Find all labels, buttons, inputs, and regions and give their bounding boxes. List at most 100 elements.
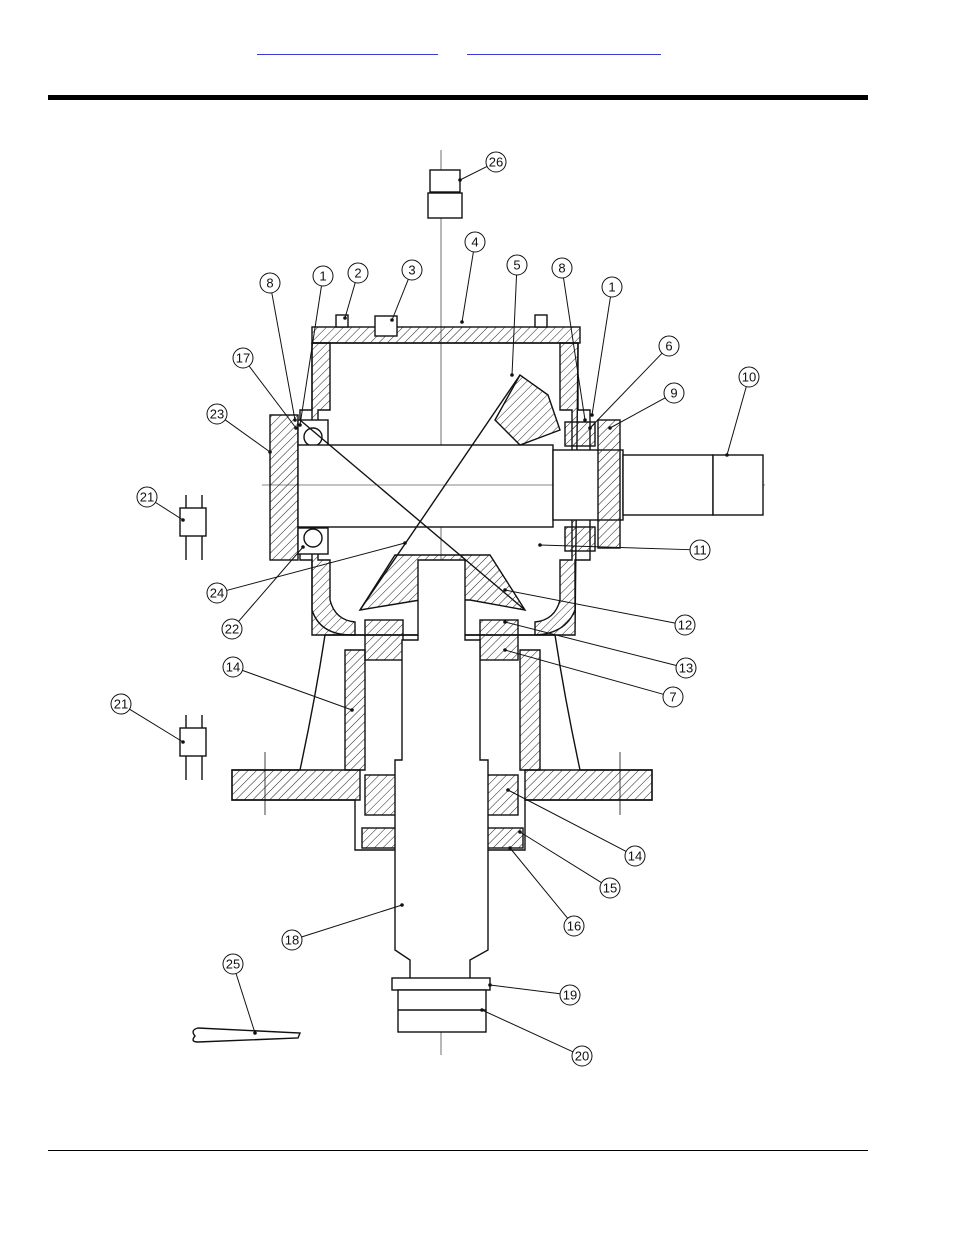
callout-circle — [738, 366, 760, 388]
callout-6: 6 — [588, 335, 680, 430]
callout-arrowhead — [400, 903, 404, 907]
callout-21: 21 — [136, 486, 185, 522]
callout-2: 2 — [343, 262, 369, 320]
callout-leader — [519, 831, 602, 884]
callout-leader — [235, 973, 256, 1034]
header-link-1[interactable] — [257, 40, 438, 55]
callout-number: 18 — [285, 933, 299, 948]
callout-number: 16 — [567, 919, 581, 934]
callout-leader — [344, 282, 356, 319]
callout-arrowhead — [608, 426, 612, 430]
callout-number: 23 — [210, 407, 224, 422]
callout-arrowhead — [488, 983, 492, 987]
callout-circle — [221, 618, 243, 640]
callout-leader — [271, 292, 296, 421]
callout-leader — [591, 296, 611, 416]
callout-15: 15 — [518, 830, 621, 899]
callout-arrowhead — [518, 830, 522, 834]
callout-circle — [222, 953, 244, 975]
callout-arrowhead — [181, 740, 185, 744]
callout-arrowhead — [506, 788, 510, 792]
callout-circle — [601, 276, 623, 298]
callout-number: 20 — [575, 1049, 589, 1064]
callout-circle — [347, 262, 369, 284]
callout-arrowhead — [725, 453, 729, 457]
callout-arrowhead — [503, 620, 507, 624]
callout-arrowhead — [298, 423, 302, 427]
callout-leader — [224, 419, 271, 453]
callout-number: 5 — [513, 258, 520, 273]
callout-16: 16 — [508, 846, 585, 937]
callout-leader — [504, 649, 664, 695]
callout-12: 12 — [503, 588, 696, 636]
callout-circle — [506, 254, 528, 276]
callout-leader — [509, 847, 569, 919]
callout-circle — [571, 1045, 593, 1067]
callout-5: 5 — [506, 254, 528, 377]
callout-arrowhead — [343, 316, 347, 320]
callout-leader — [299, 285, 322, 426]
callout-number: 10 — [742, 370, 756, 385]
callout-number: 15 — [603, 881, 617, 896]
callout-19: 19 — [488, 983, 581, 1006]
callout-arrowhead — [538, 543, 542, 547]
callout-arrowhead — [588, 426, 592, 430]
callout-circle — [110, 693, 132, 715]
callout-7: 7 — [503, 648, 684, 708]
callout-1: 1 — [298, 265, 334, 427]
gearbox-drawing — [179, 150, 765, 1055]
callout-20: 20 — [480, 1008, 593, 1067]
callout-number: 12 — [678, 618, 692, 633]
callout-leader — [459, 166, 488, 181]
callout-23: 23 — [206, 403, 272, 454]
callout-arrowhead — [403, 541, 407, 545]
callout-circle — [464, 231, 486, 253]
callout-leader — [129, 708, 184, 743]
callout-number: 6 — [665, 339, 672, 354]
callout-arrowhead — [301, 545, 305, 549]
callout-arrowhead — [350, 708, 354, 712]
callout-leader — [461, 251, 474, 323]
callout-14: 14 — [506, 788, 646, 867]
callout-circle — [485, 151, 507, 173]
callout-circle — [624, 845, 646, 867]
callout-11: 11 — [538, 539, 711, 561]
callout-leader — [609, 397, 666, 429]
callout-circle — [551, 257, 573, 279]
callout-circle — [401, 259, 423, 281]
callout-number: 21 — [114, 697, 128, 712]
callout-leader — [726, 386, 747, 456]
callout-arrowhead — [510, 373, 514, 377]
callout-number: 9 — [670, 386, 677, 401]
callout-number: 1 — [319, 269, 326, 284]
callout-8: 8 — [259, 272, 297, 422]
callout-circle — [675, 657, 697, 679]
callout-number: 8 — [266, 276, 273, 291]
footer-rule — [48, 1150, 868, 1151]
callout-arrowhead — [503, 648, 507, 652]
callout-22: 22 — [221, 545, 305, 640]
callout-leader — [507, 789, 627, 852]
callout-leader — [238, 546, 304, 622]
callout-leader — [504, 589, 676, 624]
callout-circle — [312, 265, 334, 287]
callout-circle — [559, 984, 581, 1006]
callout-circle — [259, 272, 281, 294]
callout-leader — [511, 274, 518, 376]
callout-13: 13 — [503, 620, 697, 679]
callout-arrowhead — [293, 418, 297, 422]
callout-leader — [242, 669, 353, 711]
callout-circle — [281, 929, 303, 951]
callout-9: 9 — [608, 382, 685, 430]
header-link-2[interactable] — [467, 40, 661, 55]
callout-circle — [674, 614, 696, 636]
callout-number: 24 — [210, 586, 224, 601]
callout-number: 4 — [471, 235, 478, 250]
callout-arrowhead — [508, 846, 512, 850]
callout-circle — [232, 347, 254, 369]
callout-number: 8 — [558, 261, 565, 276]
callout-leader — [391, 279, 409, 321]
callout-number: 2 — [354, 266, 361, 281]
callout-circle — [663, 382, 685, 404]
